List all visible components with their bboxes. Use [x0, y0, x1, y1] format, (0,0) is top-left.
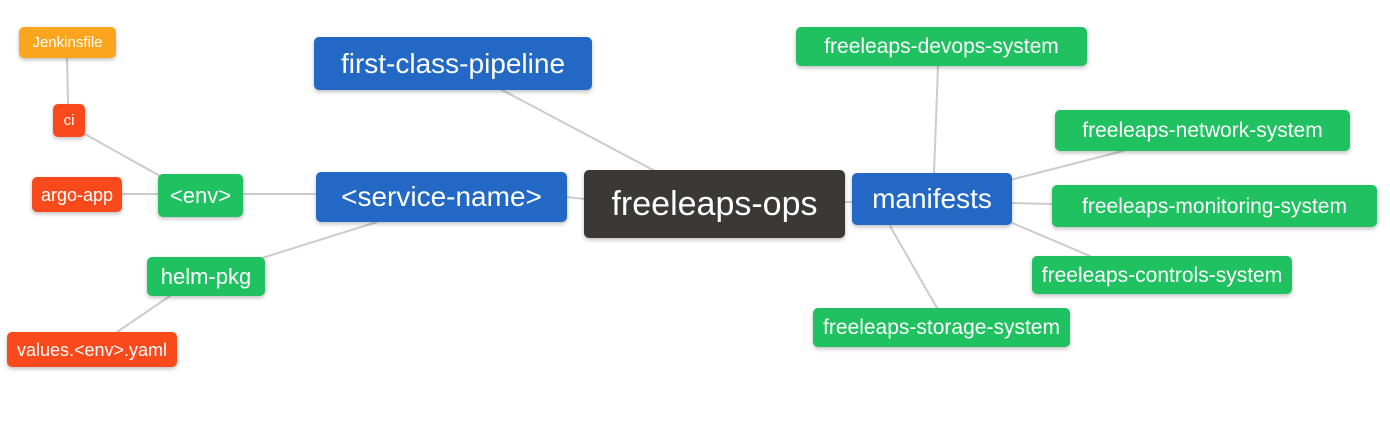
- node-values-env-yaml[interactable]: values.<env>.yaml: [7, 332, 177, 367]
- node-service-name[interactable]: <service-name>: [316, 172, 567, 222]
- node-manifests[interactable]: manifests: [852, 173, 1012, 225]
- edge-service-name-ops: [565, 196, 586, 200]
- edge-first-class-pipeline-ops: [501, 89, 656, 172]
- edge-values-helm-pkg: [116, 295, 171, 333]
- node-env[interactable]: <env>: [158, 174, 243, 217]
- node-network-system[interactable]: freeleaps-network-system: [1055, 110, 1350, 151]
- node-controls-system[interactable]: freeleaps-controls-system: [1032, 256, 1292, 294]
- node-first-class-pipeline[interactable]: first-class-pipeline: [314, 37, 592, 90]
- edge-manifests-controls: [1009, 221, 1091, 257]
- node-freeleaps-ops[interactable]: freeleaps-ops: [584, 170, 845, 238]
- node-argo-app[interactable]: argo-app: [32, 177, 122, 212]
- edge-manifests-network: [1009, 150, 1124, 181]
- node-helm-pkg[interactable]: helm-pkg: [147, 257, 265, 296]
- node-storage-system[interactable]: freeleaps-storage-system: [813, 308, 1070, 347]
- node-ci[interactable]: ci: [53, 104, 85, 137]
- node-monitoring-system[interactable]: freeleaps-monitoring-system: [1052, 185, 1377, 227]
- edge-manifests-storage: [889, 225, 938, 309]
- edge-helm-pkg-service-name: [261, 221, 378, 259]
- edge-manifests-devops: [933, 65, 939, 175]
- node-jenkinsfile[interactable]: Jenkinsfile: [19, 27, 116, 58]
- node-devops-system[interactable]: freeleaps-devops-system: [796, 27, 1087, 66]
- edge-ci-env: [82, 132, 161, 177]
- edge-jenkinsfile-ci: [66, 57, 69, 105]
- edge-manifests-monitoring: [1009, 202, 1053, 205]
